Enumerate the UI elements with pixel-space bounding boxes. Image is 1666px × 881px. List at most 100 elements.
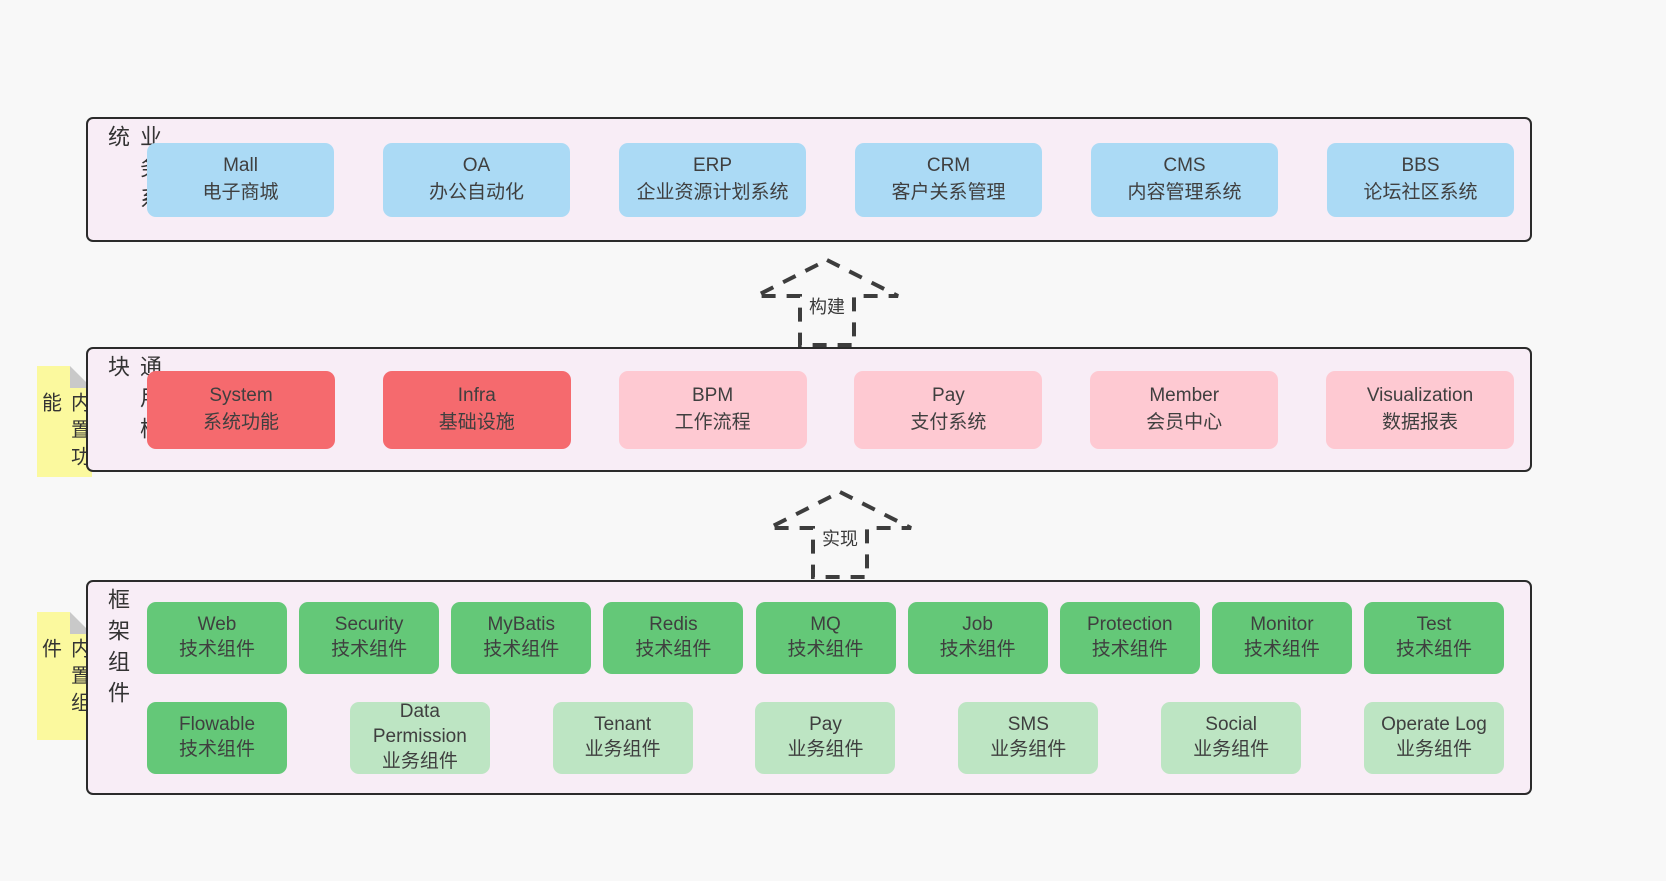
box-title: Redis (649, 613, 698, 635)
box-subtitle: 基础设施 (438, 411, 515, 433)
box-subtitle: 技术组件 (178, 738, 255, 760)
box-title: Tenant (594, 713, 652, 735)
diagram-box: Test 技术组件 (1364, 601, 1504, 674)
diagram-box: Operate Log 业务组件 (1363, 701, 1504, 774)
common-module-boxes: System 系统功能 Infra 基础设施 BPM 工作流程 Pay 支付系统 (147, 349, 1514, 470)
box-title: SMS (1007, 713, 1049, 735)
diagram-box: Protection 技术组件 (1059, 601, 1200, 674)
sticky-note-label: 内置功能 (38, 392, 90, 473)
box-title: Mall (223, 154, 258, 176)
box-subtitle: 技术组件 (178, 638, 255, 660)
diagram-box: Redis 技术组件 (603, 601, 744, 674)
box-subtitle: 数据报表 (1381, 411, 1458, 433)
diagram-box: MQ 技术组件 (755, 601, 896, 674)
diagram-box: BBS 论坛社区系统 (1327, 142, 1514, 217)
box-title: Data Permission (372, 701, 467, 748)
diagram-box: SMS 业务组件 (958, 701, 1099, 774)
box-title: BPM (692, 384, 734, 406)
box-title: Security (334, 613, 404, 635)
box-title: BBS (1401, 154, 1440, 176)
diagram-box: Visualization 数据报表 (1325, 370, 1514, 449)
box-title: CRM (926, 154, 971, 176)
diagram-box: ERP 企业资源计划系统 (619, 142, 806, 217)
box-subtitle: 支付系统 (910, 411, 987, 433)
box-subtitle: 业务组件 (584, 738, 661, 760)
arrow-label: 实现 (819, 525, 861, 551)
diagram-box: Member 会员中心 (1090, 370, 1279, 449)
box-title: Visualization (1366, 384, 1474, 406)
band-title: 框架组件 (105, 588, 130, 712)
box-title: Infra (457, 384, 496, 406)
box-title: Operate Log (1381, 713, 1487, 735)
diagram-box: Infra 基础设施 (382, 370, 571, 449)
diagram-box: MyBatis 技术组件 (451, 601, 592, 674)
box-title: OA (462, 154, 491, 176)
business-system-boxes: Mall 电子商城 OA 办公自动化 ERP 企业资源计划系统 CRM 客户关系… (147, 119, 1514, 240)
sticky-note-builtin-features: 内置功能 (37, 366, 92, 477)
box-subtitle: 系统功能 (202, 411, 279, 433)
box-subtitle: 企业资源计划系统 (636, 181, 789, 203)
box-title: Pay (932, 384, 965, 406)
sticky-note-builtin-components: 内置组件 (37, 612, 92, 740)
diagram-box: Job 技术组件 (907, 601, 1048, 674)
box-title: Member (1149, 384, 1220, 406)
box-subtitle: 电子商城 (202, 181, 279, 203)
box-subtitle: 内容管理系统 (1127, 181, 1242, 203)
box-subtitle: 业务组件 (1193, 738, 1270, 760)
box-title: Flowable (178, 713, 256, 735)
box-title: MQ (810, 613, 841, 635)
box-subtitle: 办公自动化 (428, 181, 524, 203)
band-framework-components: 框架组件 Web 技术组件 Security 技术组件 MyBatis 技术组件 (86, 580, 1532, 795)
box-subtitle: 业务组件 (787, 738, 864, 760)
box-subtitle: 技术组件 (635, 638, 712, 660)
dashed-up-arrow-build: 构建 (753, 255, 901, 349)
box-title: Monitor (1250, 613, 1314, 635)
box-title: ERP (692, 154, 733, 176)
up-arrow-icon (755, 257, 899, 347)
band-common-modules: 通用模块 System 系统功能 Infra 基础设施 BPM 工作流程 (86, 347, 1532, 472)
box-subtitle: 业务组件 (990, 738, 1067, 760)
diagram-box: Pay 支付系统 (854, 370, 1043, 449)
diagram-box: OA 办公自动化 (383, 142, 570, 217)
box-subtitle: 技术组件 (331, 638, 408, 660)
box-title: Social (1205, 713, 1258, 735)
box-title: Protection (1086, 613, 1173, 635)
box-subtitle: 工作流程 (674, 411, 751, 433)
diagram-box: Pay 业务组件 (755, 701, 896, 774)
diagram-box: System 系统功能 (147, 370, 335, 449)
box-title: Web (197, 613, 237, 635)
box-title: MyBatis (487, 613, 556, 635)
dashed-up-arrow-implement: 实现 (766, 487, 914, 581)
box-title: System (209, 384, 273, 406)
diagram-box: Web 技术组件 (147, 601, 287, 674)
up-arrow-icon (768, 489, 912, 579)
box-subtitle: 会员中心 (1146, 411, 1223, 433)
diagram-box: BPM 工作流程 (618, 370, 807, 449)
diagram-box: Social 业务组件 (1161, 701, 1302, 774)
box-subtitle: 业务组件 (1395, 738, 1472, 760)
box-subtitle: 技术组件 (1091, 638, 1168, 660)
diagram-box: CRM 客户关系管理 (855, 142, 1042, 217)
box-subtitle: 技术组件 (787, 638, 864, 660)
diagram-box: Data Permission 业务组件 (349, 701, 490, 774)
box-subtitle: 技术组件 (1243, 638, 1320, 660)
framework-component-boxes: Web 技术组件 Security 技术组件 MyBatis 技术组件 Redi… (147, 582, 1504, 793)
box-subtitle: 技术组件 (483, 638, 560, 660)
box-subtitle: 论坛社区系统 (1363, 181, 1478, 203)
diagram-box: Monitor 技术组件 (1211, 601, 1352, 674)
box-subtitle: 技术组件 (1395, 638, 1472, 660)
box-title: Pay (809, 713, 842, 735)
box-title: CMS (1163, 154, 1206, 176)
diagram-box: Mall 电子商城 (147, 142, 334, 217)
band-business-systems: 业务系统 Mall 电子商城 OA 办公自动化 ERP 企业资源计划系统 (86, 117, 1532, 242)
diagram-box: Security 技术组件 (299, 601, 440, 674)
box-subtitle: 业务组件 (381, 750, 458, 772)
box-title: Test (1416, 613, 1452, 635)
diagram-box: Flowable 技术组件 (147, 701, 287, 774)
diagram-box: CMS 内容管理系统 (1091, 142, 1278, 217)
sticky-note-label: 内置组件 (38, 638, 90, 719)
diagram-box: Tenant 业务组件 (552, 701, 693, 774)
arrow-label: 构建 (806, 293, 848, 319)
box-subtitle: 技术组件 (939, 638, 1016, 660)
